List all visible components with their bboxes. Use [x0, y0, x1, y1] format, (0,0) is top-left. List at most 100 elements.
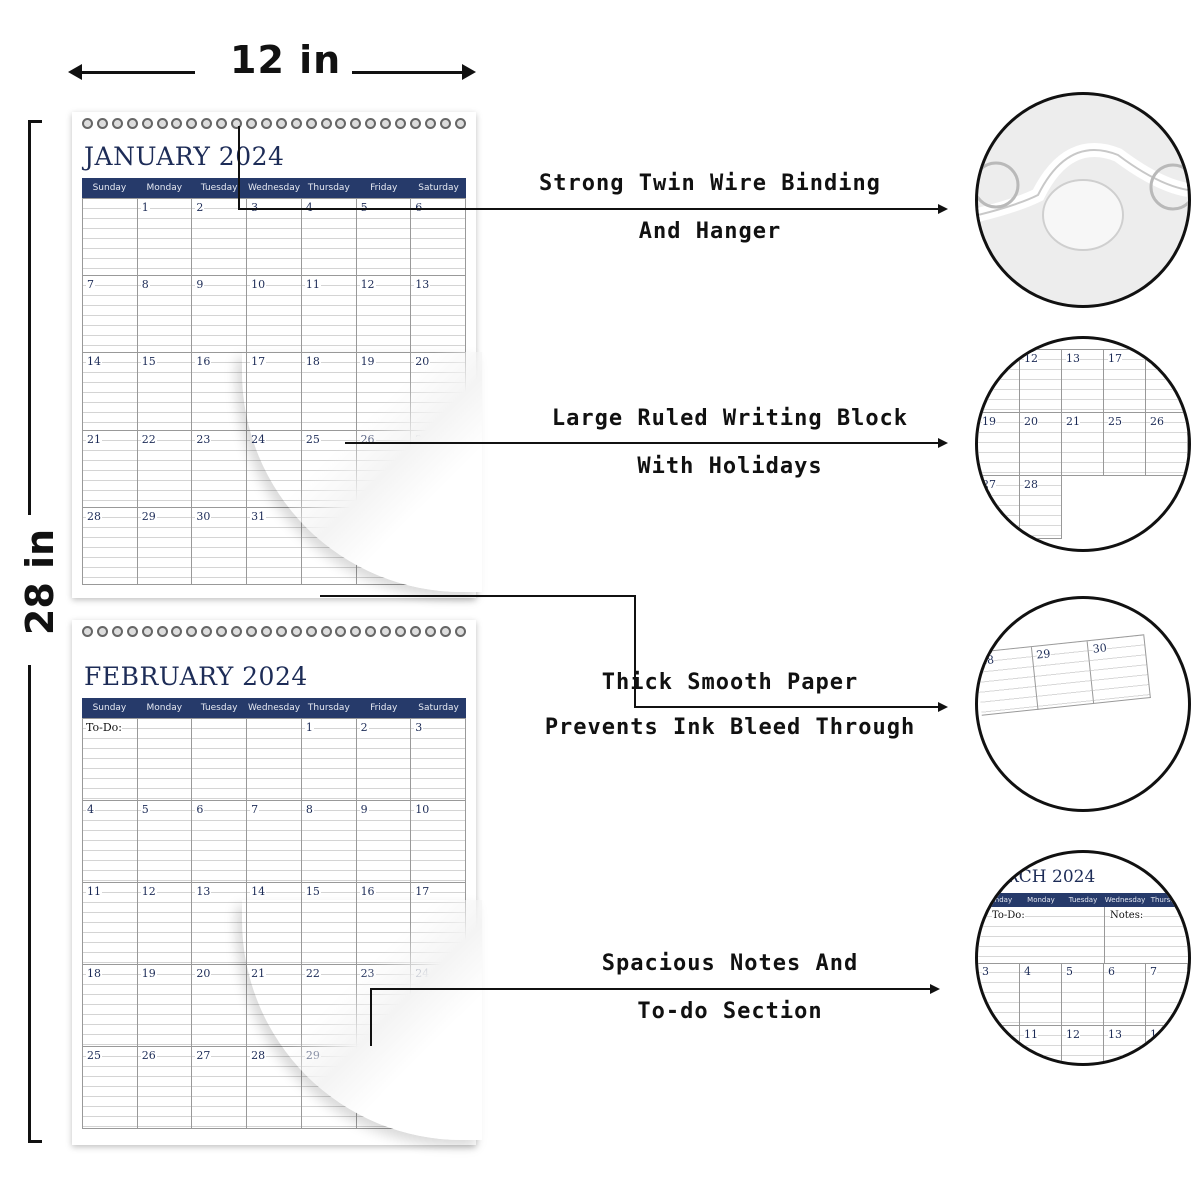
day-cell[interactable]: 8 — [137, 276, 193, 354]
binding-ring — [96, 626, 108, 637]
twin-wire-binding — [82, 118, 466, 130]
day-cell[interactable]: 10 — [411, 801, 466, 883]
feature-paper: Thick Smooth Paper Prevents Ink Bleed Th… — [520, 660, 940, 750]
zoom-day-number: 6 — [1108, 965, 1115, 978]
height-bracket-bottom — [28, 665, 31, 1143]
day-cell[interactable]: 13 — [411, 276, 466, 354]
binding-ring — [216, 118, 228, 129]
weekday-label: Sunday — [92, 703, 127, 713]
day-cell[interactable]: 3 — [411, 719, 466, 801]
day-cell[interactable]: 12 — [356, 276, 412, 354]
day-cell[interactable]: 18 — [83, 965, 138, 1047]
day-number: 23 — [195, 432, 212, 446]
day-number: 8 — [304, 803, 314, 816]
zoom-day-number: 5 — [1066, 965, 1073, 978]
day-cell[interactable]: 15 — [137, 353, 193, 431]
connector-writing-block-arrow — [938, 438, 948, 448]
day-cell[interactable]: 19 — [137, 965, 193, 1047]
day-cell[interactable]: 12 — [137, 883, 193, 965]
day-cell[interactable]: 28 — [83, 507, 138, 585]
zoom-day-number: 13 — [1108, 1028, 1122, 1041]
day-cell[interactable] — [192, 719, 248, 801]
day-cell[interactable]: 4 — [301, 199, 357, 277]
day-cell[interactable]: 11 — [301, 276, 357, 354]
zoom-day-cell: 17 — [1104, 350, 1146, 413]
weekday-label: Thursday — [307, 183, 350, 193]
zoom-weekday-label: Wednesday — [1104, 896, 1146, 904]
day-cell[interactable]: 5 — [356, 199, 412, 277]
day-cell[interactable]: 25 — [83, 1047, 138, 1129]
day-cell[interactable]: 8 — [301, 801, 357, 883]
day-number: 7 — [250, 803, 260, 816]
day-cell[interactable]: 6 — [411, 199, 466, 277]
day-cell[interactable]: 1 — [301, 719, 357, 801]
connector-notes-v — [370, 988, 372, 1046]
day-cell[interactable] — [83, 199, 138, 277]
day-cell[interactable]: 30 — [192, 507, 248, 585]
zoom-weekday-label: Monday — [1027, 896, 1055, 904]
connector-paper-arrow — [938, 702, 948, 712]
day-cell[interactable]: 7 — [247, 801, 302, 883]
day-cell[interactable]: 2 — [192, 199, 248, 277]
zoom-weekday-label: Tuesday — [1068, 896, 1098, 904]
day-cell[interactable]: 20 — [192, 965, 248, 1047]
zoom-weekday-label: Sunday — [985, 896, 1013, 904]
connector-binding-arrow — [938, 204, 948, 214]
day-number: 3 — [250, 201, 260, 214]
day-cell[interactable]: 3 — [247, 199, 302, 277]
day-cell[interactable]: 9 — [356, 801, 412, 883]
day-number: 22 — [140, 432, 157, 446]
day-cell[interactable]: 23 — [192, 430, 248, 508]
day-number: 7 — [86, 278, 95, 292]
zoom-day-number: 10 — [982, 1028, 996, 1041]
day-cell[interactable]: 10 — [247, 276, 302, 354]
binding-ring — [275, 626, 287, 637]
zoom-day-number: 3 — [982, 965, 989, 978]
day-cell[interactable]: 4 — [83, 801, 138, 883]
day-cell[interactable]: 7 — [83, 276, 138, 354]
width-dimension-line-right — [352, 71, 464, 74]
day-cell[interactable]: 9 — [192, 276, 248, 354]
day-number: 14 — [250, 885, 267, 898]
binding-ring — [186, 118, 198, 129]
day-cell[interactable]: To-Do: — [83, 719, 138, 801]
day-cell[interactable]: 31 — [247, 507, 302, 585]
weekday-label: Saturday — [418, 183, 459, 193]
day-cell[interactable]: 27 — [192, 1047, 248, 1129]
zoom-day-number: 11 — [1024, 1028, 1038, 1041]
day-cell[interactable]: 5 — [137, 801, 193, 883]
day-cell[interactable]: 21 — [83, 430, 138, 508]
day-cell[interactable] — [137, 719, 193, 801]
notes-zoom-notes-label: Notes: — [1110, 910, 1144, 921]
zoom-day-cell: 13 — [1062, 350, 1104, 413]
day-cell[interactable]: 13 — [192, 883, 248, 965]
zoom-circle-binding — [975, 92, 1191, 308]
binding-ring — [231, 118, 243, 129]
day-cell[interactable]: 16 — [192, 353, 248, 431]
day-cell[interactable]: 6 — [192, 801, 248, 883]
day-cell[interactable]: 1 — [137, 199, 193, 277]
zoom-day-cell: 27 — [978, 476, 1020, 539]
day-cell[interactable]: 22 — [137, 430, 193, 508]
day-cell[interactable]: 29 — [137, 507, 193, 585]
day-cell[interactable]: 14 — [83, 353, 138, 431]
binding-ring — [320, 626, 332, 637]
day-cell[interactable] — [247, 719, 302, 801]
height-bracket-top-tick — [28, 120, 42, 123]
zoom-day-cell: 28 — [1020, 476, 1062, 539]
day-number: 28 — [250, 1049, 267, 1062]
day-cell[interactable]: 26 — [137, 1047, 193, 1129]
binding-ring — [111, 626, 123, 637]
day-cell[interactable]: 2 — [356, 719, 412, 801]
binding-ring — [186, 626, 198, 637]
binding-ring — [395, 626, 407, 637]
weekday-label: Friday — [370, 183, 398, 193]
zoom-day-cell: 11 — [978, 350, 1020, 413]
day-cell[interactable]: 11 — [83, 883, 138, 965]
height-bracket-top — [28, 120, 31, 515]
